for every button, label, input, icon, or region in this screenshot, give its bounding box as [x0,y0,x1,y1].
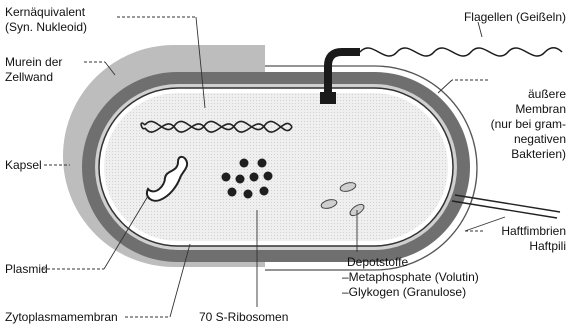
label-storage-2: –Metaphosphate (Volutin) [342,270,479,284]
label-flagellum: Flagellen (Geißeln) [464,10,566,24]
label-nucleoid-1: Kernäquivalent [5,5,86,19]
label-fimbriae-1: Haftfimbrien [501,224,566,238]
label-storage-3: –Glykogen (Granulose) [342,285,466,299]
label-murein-1: Murein der [5,55,62,69]
label-nucleoid-2: (Syn. Nukleoid) [5,20,87,34]
label-outer-membrane-4: negativen [514,132,566,146]
label-cytoplasmic-membrane: Zytoplasmamembran [5,310,118,324]
label-outer-membrane-5: Bakterien) [511,147,566,161]
label-outer-membrane-3: (nur bei gram- [491,117,566,131]
cytoplasm [104,93,448,241]
label-ribosomes: 70 S-Ribosomen [199,310,288,324]
label-plasmid: Plasmid [5,262,48,276]
label-storage-1: Depotstoffe [347,255,408,269]
label-outer-membrane-2: Membran [515,102,566,116]
label-fimbriae-2: Haftpili [529,239,566,253]
label-capsule: Kapsel [5,158,42,172]
label-outer-membrane-1: äußere [528,87,566,101]
fimbriae [452,195,560,218]
label-murein-2: Zellwand [5,70,53,84]
